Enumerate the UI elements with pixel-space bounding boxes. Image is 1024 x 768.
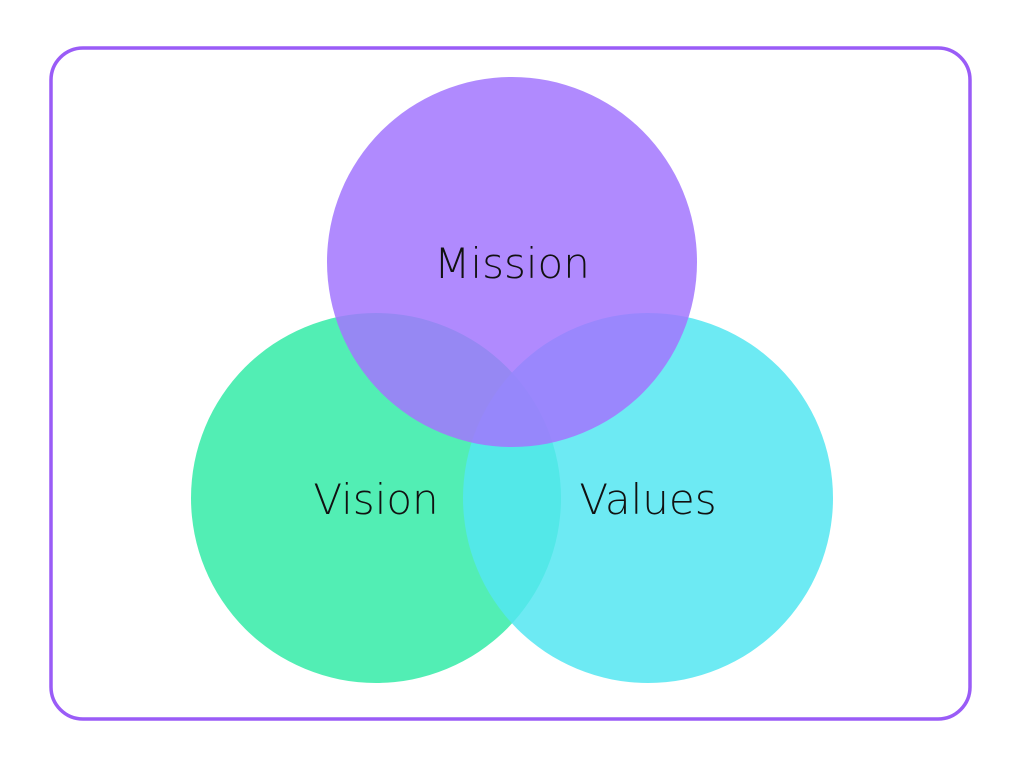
mission-circle — [327, 77, 697, 447]
vision-label: Vision — [313, 475, 438, 524]
values-label: Values — [579, 475, 716, 524]
mission-label: Mission — [434, 239, 590, 288]
